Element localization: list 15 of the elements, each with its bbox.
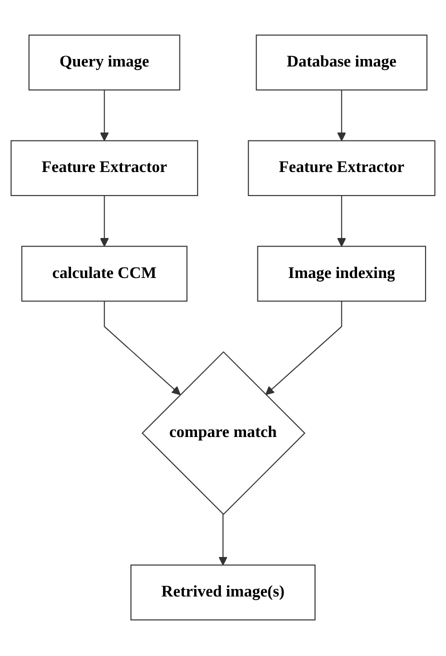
arrow bbox=[100, 90, 109, 142]
node-box: calculate CCM bbox=[21, 246, 188, 302]
arrow bbox=[100, 196, 109, 248]
arrow bbox=[104, 302, 181, 396]
node-box: Retrived image(s) bbox=[130, 565, 316, 621]
node-diamond: compare match bbox=[142, 352, 306, 516]
arrow bbox=[337, 90, 346, 142]
node-box: Image indexing bbox=[257, 246, 426, 302]
node-box: Feature Extractor bbox=[248, 140, 436, 197]
arrow bbox=[337, 196, 346, 248]
node-box: Feature Extractor bbox=[10, 140, 198, 197]
node-box: Query image bbox=[28, 35, 180, 91]
arrow bbox=[218, 514, 228, 566]
arrow bbox=[265, 302, 342, 396]
node-box: Database image bbox=[256, 35, 428, 91]
